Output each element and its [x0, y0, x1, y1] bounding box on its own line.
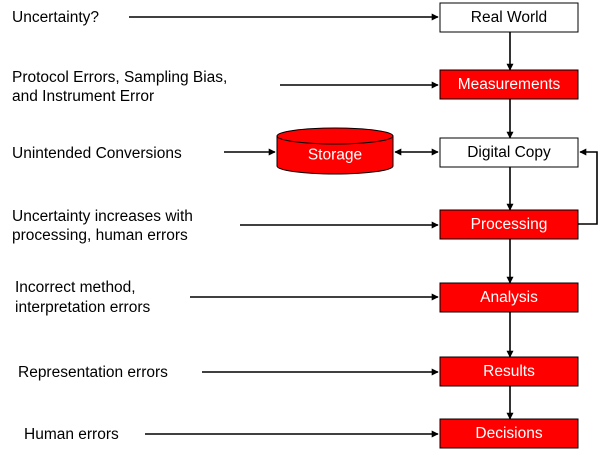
- box-analysis-label: Analysis: [480, 289, 538, 306]
- error-source-decisions: Human errors: [24, 426, 119, 443]
- box-real-world-label: Real World: [471, 9, 547, 26]
- error-source-uncertainty: Uncertainty?: [12, 9, 99, 26]
- error-source-processing-line1: Uncertainty increases with: [12, 208, 193, 225]
- storage-label: Storage: [308, 147, 362, 164]
- box-decisions: Decisions: [439, 418, 579, 449]
- error-source-analysis-line1: Incorrect method,: [15, 279, 136, 296]
- box-analysis: Analysis: [439, 282, 579, 313]
- error-source-results: Representation errors: [18, 364, 168, 381]
- storage-cylinder: Storage: [276, 127, 394, 175]
- box-real-world: Real World: [439, 2, 579, 33]
- box-measurements: Measurements: [439, 69, 579, 100]
- error-source-measurement-line1: Protocol Errors, Sampling Bias,: [12, 69, 227, 86]
- box-digital-copy: Digital Copy: [439, 137, 579, 168]
- arrow-processing-feedback-to-digital-copy: [578, 148, 598, 225]
- box-results: Results: [439, 356, 579, 387]
- error-source-processing-line2: processing, human errors: [12, 227, 188, 244]
- error-source-conversions: Unintended Conversions: [12, 145, 182, 162]
- box-digital-copy-label: Digital Copy: [467, 144, 551, 161]
- error-source-analysis-line2: interpretation errors: [15, 299, 151, 316]
- box-results-label: Results: [483, 363, 535, 380]
- box-processing: Processing: [439, 209, 579, 240]
- box-processing-label: Processing: [471, 216, 548, 233]
- box-decisions-label: Decisions: [475, 425, 542, 442]
- error-source-measurement-line2: and Instrument Error: [12, 88, 154, 105]
- box-measurements-label: Measurements: [458, 76, 561, 93]
